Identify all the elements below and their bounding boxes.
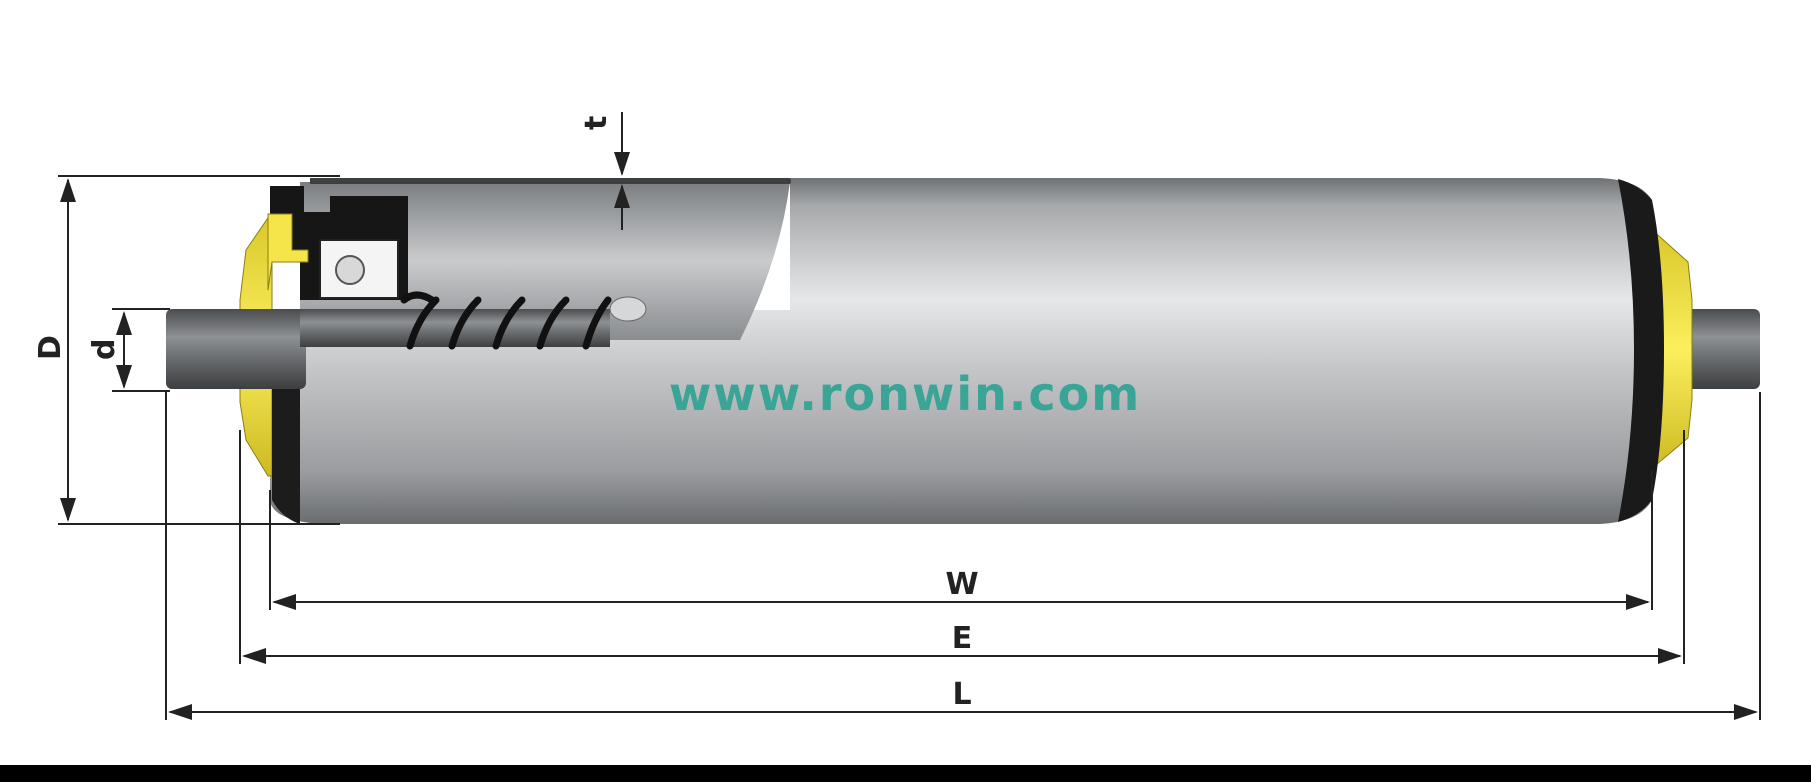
right-seal-band [1618, 179, 1664, 522]
left-seal-band [272, 356, 300, 524]
spring [400, 291, 612, 350]
tube-wall-top [310, 178, 791, 184]
watermark-text: www.ronwin.com [669, 367, 1141, 421]
bottom-black-bar [0, 765, 1811, 782]
dimension-label-t: t [579, 116, 614, 130]
dimension-D [58, 175, 340, 525]
shaft-end-hole [609, 296, 647, 322]
dimension-label-L: L [952, 677, 971, 712]
dimension-label-W: W [945, 567, 978, 602]
shaft-left [166, 309, 306, 389]
dimension-label-D: D [33, 335, 68, 360]
dimension-label-d: d [87, 339, 122, 360]
roller-tube [270, 178, 1660, 524]
bearing-ball [335, 255, 365, 285]
dimension-d [112, 308, 170, 392]
dimension-E [239, 430, 1685, 664]
dimension-L [165, 392, 1761, 720]
cutaway-interior [300, 182, 790, 340]
shaft-right [1680, 309, 1760, 389]
dimension-W [269, 470, 1653, 610]
left-cap-inner [267, 213, 309, 291]
dimension-label-E: E [952, 621, 973, 656]
